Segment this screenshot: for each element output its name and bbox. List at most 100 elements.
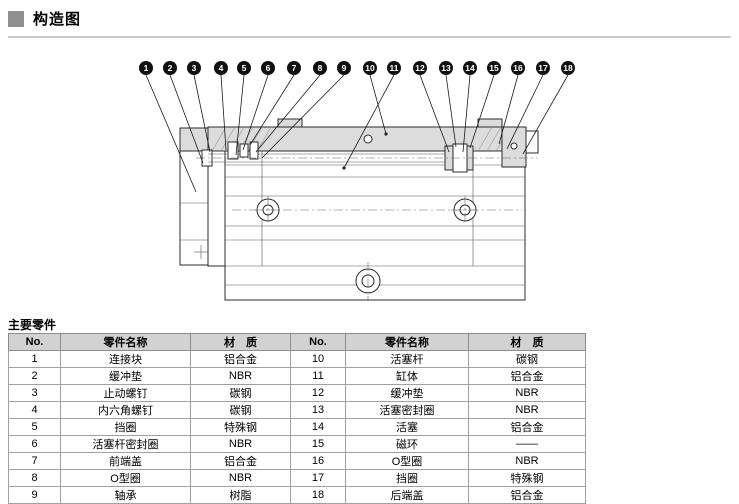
- svg-text:8: 8: [318, 63, 323, 73]
- cell-part-name: O型圈: [345, 452, 469, 470]
- front-end-cover: [207, 150, 226, 267]
- table-row: 9 轴承 树脂 18 后端盖 铝合金: [8, 486, 586, 504]
- cell-material: 铝合金: [468, 486, 586, 504]
- svg-text:13: 13: [441, 63, 451, 73]
- balloon-4: 4: [214, 61, 228, 151]
- cell-no: 3: [8, 384, 61, 402]
- cell-material: 铝合金: [190, 452, 291, 470]
- cell-no: 6: [8, 435, 61, 453]
- connecting-block: [179, 127, 209, 266]
- cell-no: 16: [290, 452, 346, 470]
- cell-material: NBR: [468, 401, 586, 419]
- cell-material: 树脂: [190, 486, 291, 504]
- cell-material: 碳钢: [468, 350, 586, 368]
- svg-text:11: 11: [390, 63, 399, 73]
- svg-text:1: 1: [144, 63, 149, 73]
- balloon-10: 10: [363, 61, 388, 136]
- cell-no: 7: [8, 452, 61, 470]
- balloon-8: 8: [255, 61, 327, 153]
- svg-text:15: 15: [489, 63, 499, 73]
- cell-material: 铝合金: [468, 418, 586, 436]
- cell-part-name: 活塞杆密封圈: [60, 435, 191, 453]
- balloon-9: 9: [261, 61, 351, 159]
- cell-material: 铝合金: [468, 367, 586, 385]
- balloon-5: 5: [235, 61, 251, 156]
- cell-part-name: 缓冲垫: [345, 384, 469, 402]
- section-header: 构造图: [8, 8, 731, 38]
- svg-text:2: 2: [168, 63, 173, 73]
- balloon-1: 1: [139, 61, 197, 193]
- cell-no: 11: [290, 367, 346, 385]
- cell-part-name: 缸体: [345, 367, 469, 385]
- balloon-12: 12: [413, 61, 450, 153]
- svg-text:17: 17: [538, 63, 548, 73]
- table-row: 8 O型圈 NBR 17 挡圈 特殊钢: [8, 469, 586, 487]
- balloon-13: 13: [439, 61, 457, 148]
- cell-no: 9: [8, 486, 61, 504]
- table-row: 3 止动螺钉 碳钢 12 缓冲垫 NBR: [8, 384, 586, 402]
- cell-no: 5: [8, 418, 61, 436]
- table-row: 7 前端盖 铝合金 16 O型圈 NBR: [8, 452, 586, 470]
- svg-text:9: 9: [342, 63, 347, 73]
- col-header-name-right: 零件名称: [345, 333, 469, 351]
- balloon-3: 3: [187, 61, 211, 153]
- parts-table: No. 零件名称 材 质 No. 零件名称 材 质 1 连接块 铝合金 10 活…: [8, 333, 586, 504]
- balloon-7: 7: [249, 61, 301, 146]
- cell-no: 18: [290, 486, 346, 504]
- svg-text:4: 4: [219, 63, 224, 73]
- balloon-16: 16: [498, 61, 525, 145]
- balloon-6: 6: [242, 61, 275, 151]
- cell-no: 14: [290, 418, 346, 436]
- balloon-14: 14: [462, 61, 477, 153]
- cell-part-name: 挡圈: [345, 469, 469, 487]
- cell-material: 铝合金: [190, 350, 291, 368]
- svg-text:3: 3: [192, 63, 197, 73]
- svg-text:7: 7: [292, 63, 297, 73]
- col-header-no-left: No.: [8, 333, 61, 351]
- svg-text:5: 5: [242, 63, 247, 73]
- balloon-11: 11: [342, 61, 401, 170]
- cell-no: 1: [8, 350, 61, 368]
- rear-end-cap: [501, 126, 539, 168]
- svg-text:12: 12: [415, 63, 425, 73]
- col-header-no-right: No.: [290, 333, 346, 351]
- cell-material: NBR: [190, 435, 291, 453]
- cross-section-drawing: 1 2 3 4: [139, 61, 575, 301]
- svg-text:16: 16: [513, 63, 523, 73]
- cell-part-name: 内六角螺钉: [60, 401, 191, 419]
- svg-text:18: 18: [563, 63, 573, 73]
- cell-part-name: 活塞: [345, 418, 469, 436]
- cell-part-name: 活塞杆: [345, 350, 469, 368]
- svg-text:14: 14: [465, 63, 475, 73]
- table-row: 2 缓冲垫 NBR 11 缸体 铝合金: [8, 367, 586, 385]
- balloon-2: 2: [163, 61, 204, 164]
- section-marker: [8, 10, 24, 27]
- cell-part-name: 连接块: [60, 350, 191, 368]
- table-row: 4 内六角螺钉 碳钢 13 活塞密封圈 NBR: [8, 401, 586, 419]
- cell-material: ——: [468, 435, 586, 453]
- balloon-15: 15: [469, 61, 501, 149]
- col-header-name-left: 零件名称: [60, 333, 191, 351]
- svg-text:10: 10: [365, 63, 375, 73]
- cell-no: 17: [290, 469, 346, 487]
- cell-no: 8: [8, 469, 61, 487]
- machine-cross-section: [179, 118, 539, 301]
- table-row: 5 挡圈 特殊钢 14 活塞 铝合金: [8, 418, 586, 436]
- cell-part-name: 挡圈: [60, 418, 191, 436]
- front-gland-parts: [227, 141, 259, 160]
- col-header-material-right: 材 质: [468, 333, 586, 351]
- cell-material: NBR: [468, 452, 586, 470]
- cell-material: NBR: [190, 469, 291, 487]
- cell-no: 2: [8, 367, 61, 385]
- cell-no: 10: [290, 350, 346, 368]
- cell-material: NBR: [190, 367, 291, 385]
- cell-part-name: O型圈: [60, 469, 191, 487]
- table-row: 1 连接块 铝合金 10 活塞杆 碳钢: [8, 350, 586, 368]
- balloon-17: 17: [506, 61, 550, 150]
- cell-no: 4: [8, 401, 61, 419]
- cell-no: 15: [290, 435, 346, 453]
- table-header-row: No. 零件名称 材 质 No. 零件名称 材 质: [8, 333, 586, 351]
- cell-part-name: 缓冲垫: [60, 367, 191, 385]
- table-row: 6 活塞杆密封圈 NBR 15 磁环 ——: [8, 435, 586, 453]
- cell-no: 13: [290, 401, 346, 419]
